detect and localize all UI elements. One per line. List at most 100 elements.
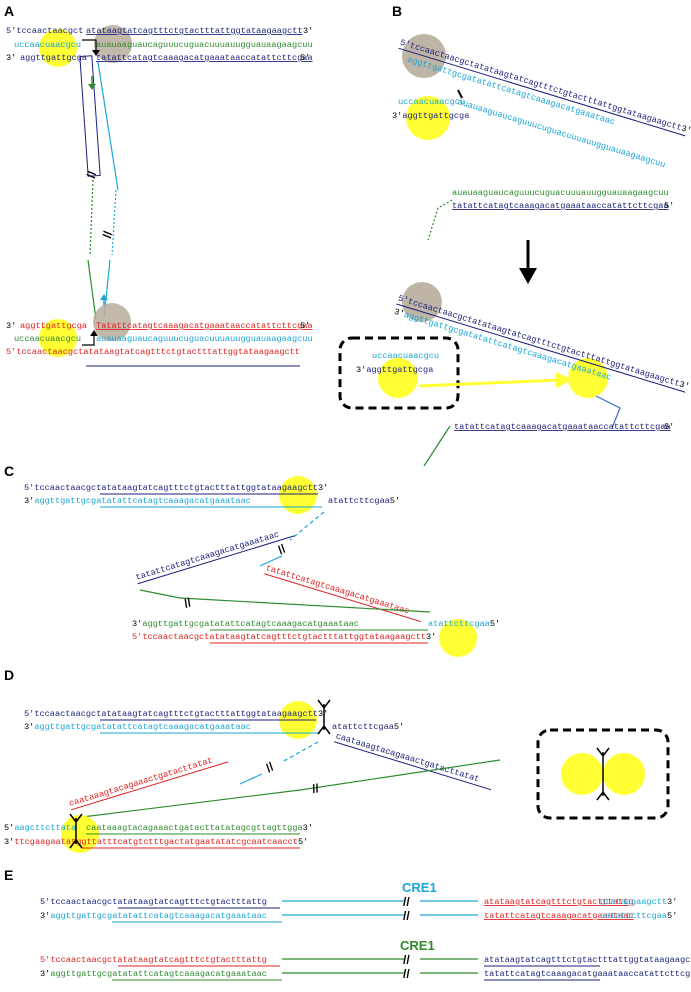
break-mark: // — [100, 229, 115, 239]
panel-label-d: D — [4, 667, 14, 683]
sequence-top-c: 5′tccaactaacgctatataagtatcagtttctgtacttt… — [24, 483, 328, 493]
strand-line — [595, 395, 621, 429]
binding-site-circle — [93, 303, 131, 341]
e-line-3-left: 5′tccaactaacgctatataagtatcagtttctgtacttt… — [40, 955, 267, 965]
sequence-mid-c-red: tatattcatagtcaaagacatgaaataac — [265, 563, 411, 616]
binding-site-circle — [378, 358, 418, 398]
break-mark: // — [311, 781, 321, 796]
sequence-bottom-d2: 3′ttcgaagaatatggttatttcatgtctttgactatgaa… — [4, 837, 308, 847]
strand-line — [239, 773, 263, 785]
sequence-lower-b: tatattcatagtcaaagacatgaaataaccatattcttcg… — [452, 201, 669, 211]
cre1-label-top: CRE1 — [402, 880, 437, 895]
rna-strand-a-green: auauaaguaucaguuucuguacuuuauugguauaagaagc… — [96, 334, 313, 344]
strand-line — [281, 741, 319, 763]
arrow-icon — [82, 39, 97, 52]
break-mark: // — [403, 967, 410, 981]
strand-line — [259, 555, 283, 567]
break-mark: // — [275, 541, 288, 557]
binding-site-circle — [39, 29, 77, 67]
five-prime-end: 5′tccaactaacgctatataagtatcagtttctgtacttt… — [6, 347, 300, 357]
rna-strand-a: uccaacuaacgcu — [14, 334, 81, 344]
sequence-bottom-d1-green: caataaagtacagaaactgatacttatatagcgttagttg… — [86, 823, 313, 833]
break-mark: // — [263, 759, 276, 775]
e-line-4-right: tatattcatagtcaaagacatgaaataaccatattcttcg… — [484, 969, 691, 979]
e-line-1-right: atataagtatcagtttctgtactttattg — [484, 897, 634, 907]
strand-line — [87, 259, 97, 321]
binding-site-circle — [568, 358, 608, 398]
e-line-1-left: 5′tccaactaacgctatataagtatcagtttctgtacttt… — [40, 897, 267, 907]
excised-fragment-box — [338, 336, 460, 410]
rna-strand-a: uccaacuaacgcu — [14, 40, 81, 50]
arrow-icon — [100, 294, 108, 300]
synapse-box — [536, 728, 670, 820]
arrow-icon — [88, 84, 96, 90]
e-line-1-tail: gtataagaagctt3′ — [600, 897, 677, 907]
sequence-bottom-d: 3′aggttgattgcgatatattcatagtcaaagacatgaaa… — [24, 722, 251, 732]
sequence-bottom-c1: 3′aggttgattgcgatatattcatagtcaaagacatgaaa… — [132, 619, 359, 629]
cut-site-icon — [596, 747, 610, 801]
sequence-tail-c: atattcttcgaa5′ — [328, 496, 400, 506]
binding-site-circle — [439, 619, 477, 657]
sequence-branch-d-red: caataaagtacagaaactgatacttatat — [68, 756, 214, 809]
binding-site-circle — [406, 96, 450, 140]
transfer-arrow-icon — [419, 378, 561, 388]
three-prime-end: 3′ — [303, 26, 313, 36]
five-prime-end: 5′ — [300, 321, 310, 331]
sequence-bottom-d1: 5′aagcttcttata — [4, 823, 76, 833]
binding-site-circle — [279, 476, 317, 514]
sequence-branch-d: caataaagtacagaaactgatacttatat — [335, 731, 481, 784]
rna-small-b: uccaacuaacgcu — [372, 351, 439, 361]
three-prime-end: 3′aggttgattgcga — [356, 365, 433, 375]
break-mark: // — [84, 169, 99, 179]
sequence-top-a: atataagtatcagtttctgtactttattggtataagaagc… — [86, 26, 303, 36]
sequence-bottom-a: aggttgattgcga — [20, 53, 87, 63]
panel-label-e: E — [4, 867, 13, 883]
binding-site-circle — [603, 753, 645, 795]
rna-strand-a-green: auauaaguaucaguuucuguacuuuauugguauaagaagc… — [96, 40, 313, 50]
e-line-2-left: 3′aggttgattgcgatatattcatagtcaaagacatgaaa… — [40, 911, 267, 921]
strand-line — [423, 425, 451, 467]
binding-site-circle — [39, 319, 77, 357]
panel-label-c: C — [4, 463, 14, 479]
strand-line — [73, 759, 501, 819]
e-line-4-left: 3′aggttgattgcgatatattcatagtcaaagacatgaaa… — [40, 969, 267, 979]
strand-line — [97, 61, 119, 191]
five-prime-end: 5′ — [300, 53, 310, 63]
e-line-2-right: tatattcatagtcaaagacatgaaataac — [484, 911, 634, 921]
panel-label-a: A — [4, 3, 14, 19]
strand-line — [427, 199, 453, 241]
binding-site-circle — [561, 753, 603, 795]
strand-line — [111, 189, 117, 256]
down-arrow-icon — [519, 268, 537, 284]
cut-site-icon — [69, 813, 83, 849]
e-line-2-tail: catattcttcgaa5′ — [600, 911, 677, 921]
sequence-bottom-a: aggttgattgcga — [20, 321, 87, 331]
cut-icon — [457, 89, 463, 99]
binding-site-circle — [402, 282, 442, 322]
three-prime-end: 3′ — [6, 321, 16, 331]
sequence-top-b2: 5′tccaactaacgctatataagtatcagtttctgtacttt… — [397, 293, 691, 392]
transfer-arrow-icon — [556, 372, 572, 388]
arrow-icon — [82, 334, 95, 346]
sequence-mid-c: tatattcatagtcaaagacatgaaataac — [135, 529, 281, 582]
panel-label-b: B — [392, 3, 402, 19]
sequence-lower-b2: tatattcatagtcaaagacatgaaataaccatattcttcg… — [454, 422, 671, 432]
cut-site-icon — [317, 699, 331, 735]
arrow-icon — [92, 50, 100, 56]
break-mark: // — [403, 895, 410, 909]
cre1-label-bottom: CRE1 — [400, 938, 435, 953]
strand-line — [89, 179, 94, 256]
sequence-lower-a: tatattcatagtcaaagacatgaaataaccatattcttcg… — [96, 53, 313, 63]
arrow-icon — [90, 330, 98, 336]
break-mark: // — [403, 909, 410, 923]
strand-line — [289, 511, 325, 541]
sequence-bottom-c2: 5′tccaactaacgctatataagtatcagtttctgtacttt… — [132, 632, 436, 642]
strand-box — [79, 55, 101, 177]
three-prime-end: 3′aggttgattgcga — [392, 111, 469, 121]
binding-site-circle — [94, 25, 132, 63]
e-line-3-right: atataagtatcagtttctgtactttattggtataagaagc… — [484, 955, 691, 965]
sequence-lower-a: Tatattcatagtcaaagacatgaaataaccatattcttcg… — [96, 321, 313, 331]
sequence-bottom-c: 3′aggttgattgcgatatattcatagtcaaagacatgaaa… — [24, 496, 251, 506]
rna-strand-b-green: auauaaguaucaguuucuguacuuuauugguauaagaagc… — [452, 188, 669, 198]
